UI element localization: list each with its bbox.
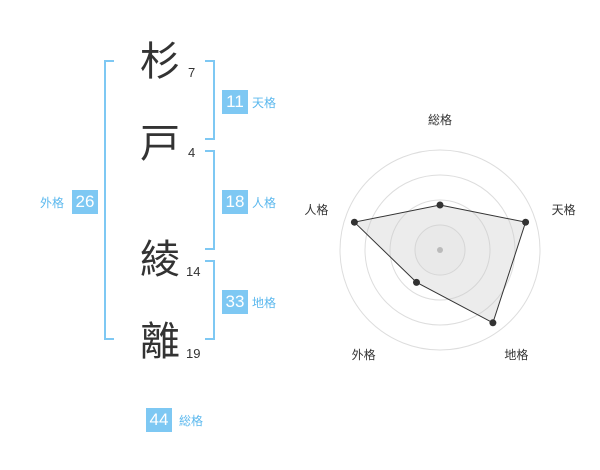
radar-ring-3 — [364, 174, 516, 326]
soukaku-value: 44 — [146, 408, 172, 432]
radar-axis-label-1: 総格 — [428, 112, 452, 127]
radar-polygon — [353, 204, 527, 324]
radar-point-3 — [489, 319, 497, 327]
soukaku-label: 総格 — [179, 414, 204, 428]
radar-point-4 — [412, 278, 420, 286]
gaikaku-bracket — [104, 60, 114, 340]
name-char-3: 綾 — [140, 237, 180, 283]
tenkaku-label: 天格 — [252, 96, 277, 110]
radar-ring-2 — [389, 199, 491, 301]
radar-ring-4 — [339, 149, 541, 351]
stroke-count-1: 7 — [188, 65, 196, 80]
stroke-count-4: 19 — [186, 346, 201, 361]
radar-point-2 — [522, 218, 530, 226]
chikaku-label: 地格 — [252, 296, 277, 310]
chikaku-value: 33 — [222, 290, 248, 314]
chikaku-bracket — [205, 260, 215, 340]
stroke-count-3: 14 — [186, 264, 201, 279]
gaikaku-label: 外格 — [40, 196, 65, 210]
radar-axis-label-2: 天格 — [552, 202, 576, 217]
name-char-4: 離 — [140, 319, 180, 365]
tenkaku-value: 11 — [222, 90, 248, 114]
radar-point-1 — [436, 201, 444, 209]
radar-center — [437, 247, 443, 253]
gaikaku-value: 26 — [72, 190, 98, 214]
jinkaku-label: 人格 — [252, 196, 277, 210]
tenkaku-bracket — [205, 60, 215, 140]
radar-point-5 — [350, 218, 358, 226]
jinkaku-value: 18 — [222, 190, 248, 214]
radar-axis-label-5: 人格 — [304, 202, 328, 217]
name-char-2: 戸 — [140, 121, 180, 167]
jinkaku-bracket — [205, 150, 215, 250]
radar-axis-label-4: 外格 — [352, 347, 376, 362]
stroke-count-2: 4 — [188, 145, 196, 160]
name-char-1: 杉 — [140, 39, 180, 85]
radar-axis-label-3: 地格 — [504, 347, 528, 362]
